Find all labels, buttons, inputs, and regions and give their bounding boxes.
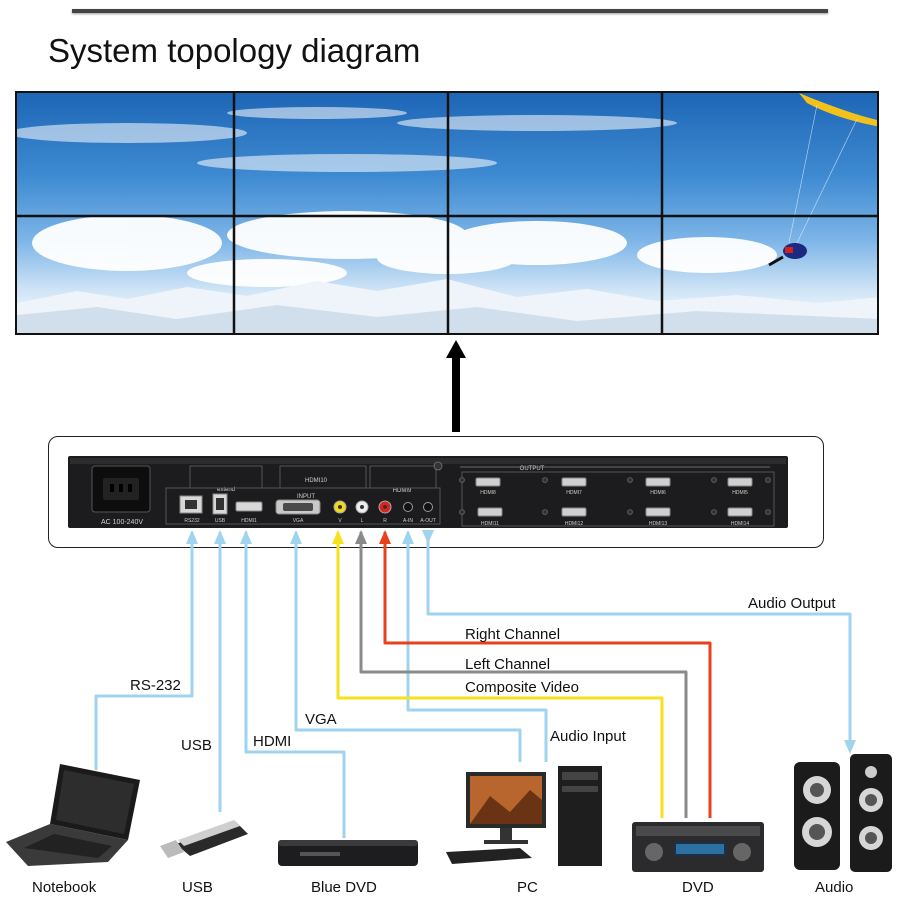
speakers-icon xyxy=(794,754,892,872)
output-label-hdmi7: HDMI7 xyxy=(566,490,582,496)
up-arrow xyxy=(446,340,466,432)
label-right-channel: Right Channel xyxy=(465,626,561,643)
device-label-blue-dvd: Blue DVD xyxy=(311,879,377,896)
device-label-notebook: Notebook xyxy=(32,879,97,896)
wire-rs232 xyxy=(94,532,194,770)
a-out-port xyxy=(423,502,433,512)
wire-left-channel xyxy=(359,532,688,818)
a-out-port-label: A-OUT xyxy=(420,518,436,524)
notebook-icon xyxy=(6,764,140,866)
wire-hdmi xyxy=(244,532,346,838)
wire-audio-output xyxy=(426,532,852,748)
output-label-hdmi6: HDMI6 xyxy=(650,490,666,496)
v-port-label: V xyxy=(338,518,342,524)
wall-scene xyxy=(17,93,877,333)
wire-composite-video xyxy=(336,532,664,818)
label-left-channel: Left Channel xyxy=(465,656,551,673)
a-in-port-label: A-IN xyxy=(403,518,413,524)
output-label-hdmi8: HDMI8 xyxy=(480,490,496,496)
paraglider-wing xyxy=(799,93,877,127)
label-rs232: RS-232 xyxy=(130,677,181,694)
wire-right-channel xyxy=(383,532,712,818)
output-group-label: OUTPUT xyxy=(520,466,545,472)
hdmi1-port xyxy=(235,501,263,512)
hdmi9-label: HDMI9 xyxy=(393,488,412,494)
wall-grid xyxy=(17,93,877,333)
r-port-label: R xyxy=(383,518,387,524)
wire-audio-input xyxy=(406,532,548,762)
extend-label: extend xyxy=(217,487,235,493)
device-label-dvd: DVD xyxy=(682,879,714,896)
output-panel xyxy=(461,471,775,527)
label-vga: VGA xyxy=(305,711,337,728)
video-wall xyxy=(15,91,879,335)
hdmi10-label: HDMI10 xyxy=(305,478,328,484)
hdmi-output-ports xyxy=(475,477,753,517)
usb-port-label: USB xyxy=(215,518,226,524)
output-label-hdmi11: HDMI11 xyxy=(481,521,499,527)
rs232-port-label: RS232 xyxy=(184,518,200,524)
output-label-hdmi12: HDMI12 xyxy=(565,521,584,527)
a-in-port xyxy=(403,502,413,512)
output-label-hdmi13: HDMI13 xyxy=(649,521,668,527)
label-audio-output: Audio Output xyxy=(748,595,836,612)
vga-port-label: VGA xyxy=(293,518,304,524)
blue-dvd-icon xyxy=(278,840,418,866)
device-label-audio: Audio xyxy=(815,879,854,896)
page-title: System topology diagram xyxy=(48,32,421,69)
label-audio-input: Audio Input xyxy=(550,728,626,745)
device-label-usb: USB xyxy=(182,879,213,896)
label-composite-video: Composite Video xyxy=(465,679,579,696)
wire-arrowheads xyxy=(186,530,856,754)
label-usb-connection: USB xyxy=(181,737,212,754)
wire-vga xyxy=(294,532,522,762)
l-port-label: L xyxy=(361,518,364,524)
output-label-hdmi14: HDMI14 xyxy=(731,521,750,527)
usb-stick-icon xyxy=(160,820,248,858)
power-label: AC 100-240V xyxy=(101,519,143,526)
label-hdmi: HDMI xyxy=(253,733,292,750)
hdmi1-port-label: HDMI1 xyxy=(241,518,257,524)
dvd-amplifier-icon xyxy=(632,822,764,872)
paraglider xyxy=(768,104,858,267)
output-label-hdmi5: HDMI5 xyxy=(732,490,748,496)
input-group-label: INPUT xyxy=(297,494,315,500)
pc-icon xyxy=(446,766,602,866)
top-divider xyxy=(72,9,828,13)
input-panel xyxy=(165,487,441,525)
device-label-pc: PC xyxy=(517,879,538,896)
